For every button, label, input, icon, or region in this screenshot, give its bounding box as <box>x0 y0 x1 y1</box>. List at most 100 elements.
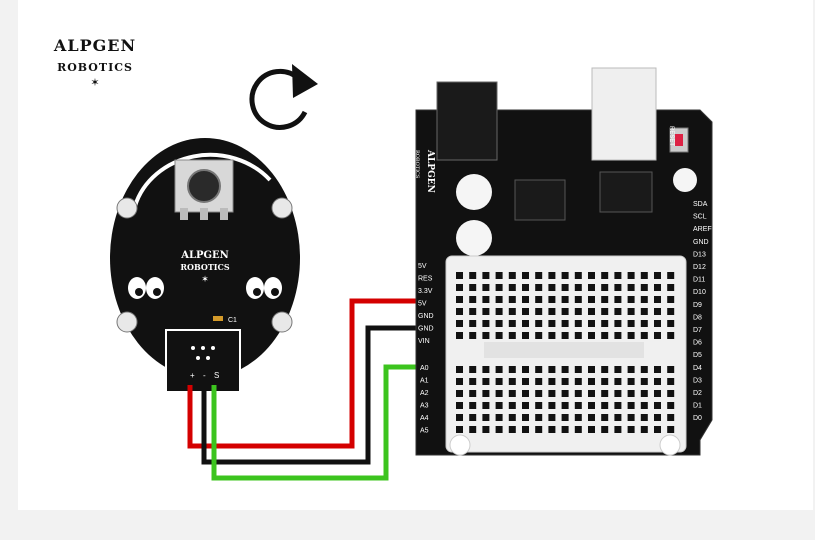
breadboard-hole <box>614 402 622 409</box>
breadboard-hole <box>561 390 569 397</box>
breadboard-hole <box>561 284 569 291</box>
decor-eyes-left <box>128 277 164 299</box>
wires <box>187 298 418 481</box>
breadboard-hole <box>469 390 477 397</box>
breadboard-hole <box>469 272 477 279</box>
breadboard-hole <box>456 284 463 291</box>
breadboard-hole <box>561 426 569 433</box>
breadboard-hole <box>601 320 609 327</box>
breadboard-hole <box>588 390 595 397</box>
breadboard-hole <box>614 366 622 373</box>
breadboard-hole <box>654 284 661 291</box>
breadboard-hole <box>495 426 503 433</box>
breadboard-hole <box>522 402 529 409</box>
breadboard-hole <box>495 390 503 397</box>
breadboard-hole <box>508 378 516 385</box>
breadboard-hole <box>469 320 477 327</box>
breadboard-hole <box>667 402 675 409</box>
board-capacitor <box>456 220 492 256</box>
breadboard-hole <box>508 284 516 291</box>
potentiometer-module: ALPGEN ROBOTICS ✶ C1 + - S <box>110 138 300 393</box>
breadboard-hole <box>456 390 463 397</box>
breadboard-hole <box>535 296 543 303</box>
breadboard-hole <box>640 366 648 373</box>
breadboard-hole <box>627 366 635 373</box>
breadboard-hole <box>561 296 569 303</box>
breadboard-hole <box>482 378 490 385</box>
breadboard-hole <box>456 296 463 303</box>
breadboard-hole <box>535 402 543 409</box>
breadboard-hole <box>495 414 503 421</box>
breadboard-hole <box>548 296 556 303</box>
breadboard-hole <box>601 378 609 385</box>
breadboard-hole <box>614 426 622 433</box>
breadboard-hole <box>614 378 622 385</box>
breadboard-hole <box>601 366 609 373</box>
breadboard-hole <box>627 332 635 339</box>
breadboard-hole <box>548 320 556 327</box>
pin-header-frame <box>165 329 241 393</box>
module-star: ✶ <box>201 274 209 284</box>
breadboard-hole <box>640 308 648 315</box>
pin-label-left: GND <box>418 326 434 333</box>
breadboard-hole <box>561 308 569 315</box>
breadboard-hole <box>535 390 543 397</box>
mcu-chip <box>514 179 566 221</box>
breadboard-hole <box>654 366 661 373</box>
breadboard-hole <box>654 332 661 339</box>
breadboard-hole <box>535 332 543 339</box>
pin-label-analog: A5 <box>420 428 429 435</box>
wire-power <box>187 298 418 449</box>
breadboard-hole <box>667 320 675 327</box>
breadboard-hole <box>667 332 675 339</box>
wire-ground <box>201 325 418 465</box>
pin-label-right: D6 <box>693 340 702 347</box>
breadboard-hole <box>667 390 675 397</box>
pin-label-right: D8 <box>693 314 702 321</box>
breadboard-hole <box>574 414 582 421</box>
breadboard-hole <box>588 284 595 291</box>
breadboard-hole <box>654 378 661 385</box>
breadboard-hole <box>640 296 648 303</box>
breadboard-hole <box>654 320 661 327</box>
breadboard-hole <box>522 390 529 397</box>
breadboard-hole <box>482 366 490 373</box>
breadboard-center-channel <box>484 342 644 358</box>
breadboard-hole <box>601 284 609 291</box>
breadboard-hole <box>548 426 556 433</box>
module-brand: ALPGEN <box>180 250 229 261</box>
breadboard-hole <box>535 426 543 433</box>
pin-label-right: D12 <box>693 264 706 271</box>
breadboard-hole <box>522 284 529 291</box>
breadboard-hole <box>469 284 477 291</box>
breadboard-hole <box>614 390 622 397</box>
pin-minus: - <box>203 371 206 380</box>
breadboard-hole <box>508 332 516 339</box>
breadboard-hole <box>588 296 595 303</box>
potentiometer-knob <box>187 169 221 203</box>
breadboard-hole <box>601 272 609 279</box>
decor-eyes-right <box>246 277 282 299</box>
breadboard-hole <box>482 414 490 421</box>
breadboard-hole <box>574 390 582 397</box>
breadboard-hole <box>508 366 516 373</box>
breadboard-hole <box>601 426 609 433</box>
right-pin-header: SDASCLAREFGNDD13D12D11D10D9D8D7D6D5D4D3D… <box>693 201 712 422</box>
breadboard-hole <box>508 402 516 409</box>
breadboard-hole <box>535 366 543 373</box>
reset-button <box>675 134 683 146</box>
breadboard-hole <box>482 426 490 433</box>
pin-label-left: RES <box>418 276 433 283</box>
breadboard-hole <box>654 426 661 433</box>
breadboard-hole <box>601 414 609 421</box>
breadboard-hole <box>495 366 503 373</box>
breadboard-hole <box>495 296 503 303</box>
power-jack <box>436 81 498 161</box>
breadboard-hole <box>548 390 556 397</box>
breadboard-hole <box>574 378 582 385</box>
module-cap-label: C1 <box>228 317 237 324</box>
breadboard-hole <box>548 366 556 373</box>
breadboard-hole <box>482 272 490 279</box>
breadboard-hole <box>614 320 622 327</box>
